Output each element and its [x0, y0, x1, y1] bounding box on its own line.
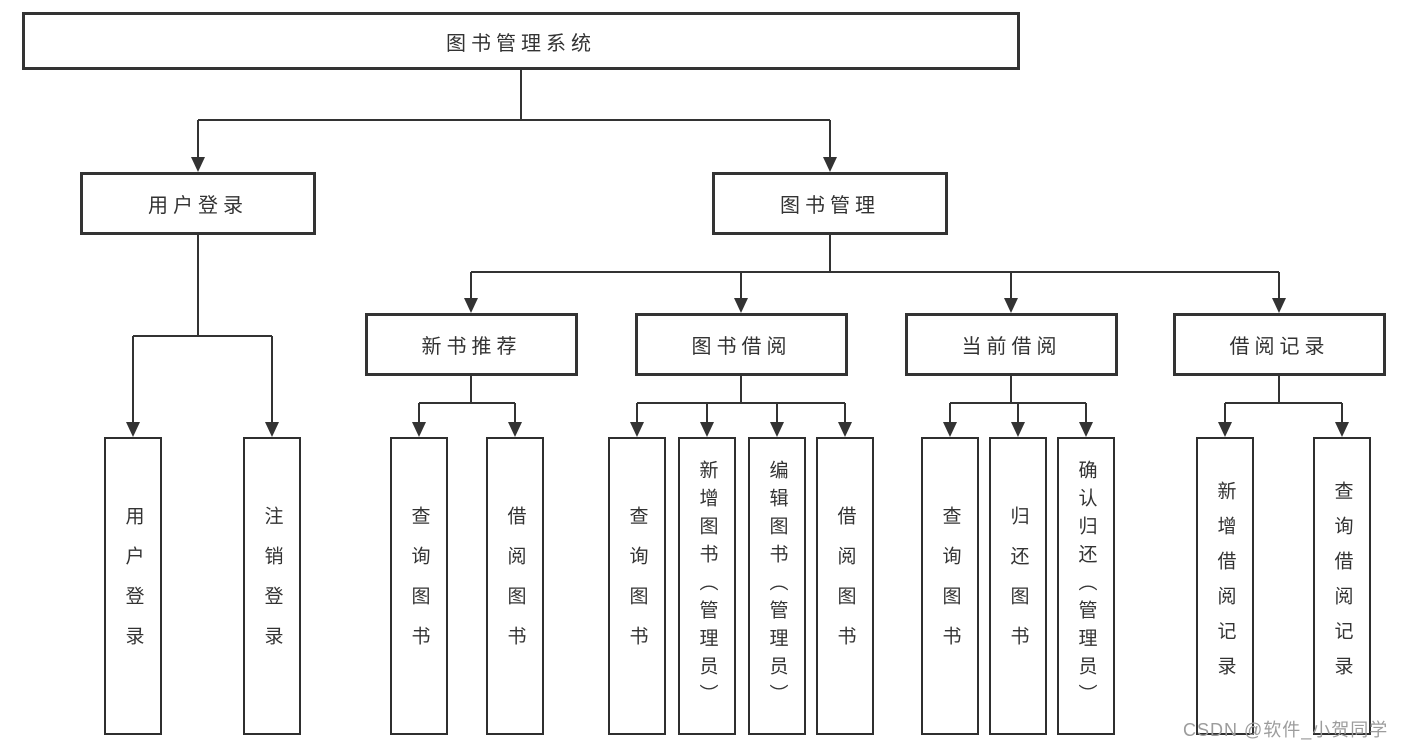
node-label: 借阅记录 — [1229, 336, 1330, 358]
leaf-label: 查询图书 — [408, 506, 430, 666]
arrowheads — [126, 157, 1349, 437]
leaf-add-borrow-record: 新增借阅记录 — [1196, 437, 1254, 735]
node-book-borrowing: 图书借阅 — [635, 313, 848, 376]
node-borrowing-records: 借阅记录 — [1173, 313, 1386, 376]
leaf-query-books-recommend: 查询图书 — [390, 437, 448, 735]
leaf-label: 借阅图书 — [834, 506, 856, 666]
node-library-management-system: 图书管理系统 — [22, 12, 1020, 70]
leaf-return-books: 归还图书 — [989, 437, 1047, 735]
leaf-add-books-admin: 新增图书（管理员） — [678, 437, 736, 735]
leaf-label: 注销登录 — [261, 506, 283, 666]
node-book-management: 图书管理 — [712, 172, 948, 235]
leaf-edit-books-admin: 编辑图书（管理员） — [748, 437, 806, 735]
node-current-borrowing: 当前借阅 — [905, 313, 1118, 376]
leaf-label: 查询图书 — [939, 506, 961, 666]
leaf-user-login: 用户登录 — [104, 437, 162, 735]
leaf-label: 确认归还（管理员） — [1075, 460, 1097, 712]
node-label: 当前借阅 — [961, 336, 1062, 358]
node-new-book-recommendation: 新书推荐 — [365, 313, 578, 376]
leaf-confirm-return-admin: 确认归还（管理员） — [1057, 437, 1115, 735]
watermark: CSDN @软件_小贺同学 — [1183, 720, 1389, 740]
leaf-query-books-current: 查询图书 — [921, 437, 979, 735]
node-label: 图书管理系统 — [446, 32, 596, 55]
leaf-label: 编辑图书（管理员） — [766, 460, 788, 712]
node-label: 图书借阅 — [691, 336, 792, 358]
leaf-label: 新增图书（管理员） — [696, 460, 718, 712]
leaf-query-borrow-record: 查询借阅记录 — [1313, 437, 1371, 735]
leaf-label: 查询图书 — [626, 506, 648, 666]
leaf-label: 用户登录 — [122, 506, 144, 666]
leaf-label: 查询借阅记录 — [1331, 481, 1353, 691]
leaf-label: 借阅图书 — [504, 506, 526, 666]
node-label: 用户登录 — [148, 195, 248, 217]
leaf-borrow-books-borrow: 借阅图书 — [816, 437, 874, 735]
node-user-login: 用户登录 — [80, 172, 316, 235]
leaf-label: 归还图书 — [1007, 506, 1029, 666]
node-label: 新书推荐 — [421, 336, 522, 358]
leaf-logout: 注销登录 — [243, 437, 301, 735]
leaf-label: 新增借阅记录 — [1214, 481, 1236, 691]
leaf-borrow-books-recommend: 借阅图书 — [486, 437, 544, 735]
leaf-query-books-borrow: 查询图书 — [608, 437, 666, 735]
node-label: 图书管理 — [780, 195, 880, 217]
